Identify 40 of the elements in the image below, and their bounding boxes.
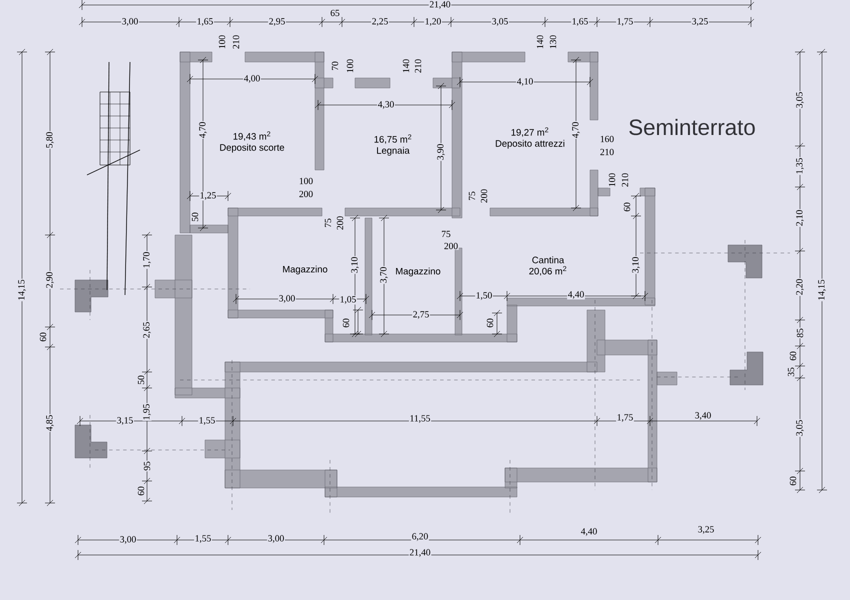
dimension-label: 60 xyxy=(623,202,631,212)
dimension-label: 200 xyxy=(298,190,314,198)
dimension-label: 200 xyxy=(443,242,459,250)
dimension-label: 210 xyxy=(599,148,615,156)
dimension-label: 100 xyxy=(298,177,314,185)
room-label: 16,75 m$^{2}$ Legnaia xyxy=(374,134,412,156)
dimension-label: 200 xyxy=(480,188,488,204)
dimension-label: 100 xyxy=(608,172,616,188)
dimension-label: 60 xyxy=(789,350,797,362)
dimension-label: 100 xyxy=(346,58,354,74)
dimension-label: 95 xyxy=(143,460,151,472)
dimension-label: 60 xyxy=(342,318,350,328)
room-label: Cantina 20,06 m$^{2}$ xyxy=(529,256,566,276)
title: Seminterrato xyxy=(629,118,755,136)
dimension-label: 160 xyxy=(599,135,615,143)
dimension-label: 75 xyxy=(468,190,476,202)
dimension-label: 210 xyxy=(414,58,422,74)
dimension-label: 100 xyxy=(218,34,226,50)
dimension-label: 75 xyxy=(324,218,332,228)
dimension-label: 210 xyxy=(621,172,629,188)
dimension-label: 60 xyxy=(486,318,494,328)
dimension-label: 85 xyxy=(796,328,804,338)
room-label: 19,43 m$^{2}$ Deposito scorte xyxy=(220,131,284,153)
dimension-label: 140 xyxy=(402,58,410,74)
dimension-label: 60 xyxy=(39,332,47,342)
dimension-label: 60 xyxy=(137,486,145,496)
dimension-label: 35 xyxy=(787,366,795,378)
dimension-label: 130 xyxy=(549,34,557,50)
dimension-label: 50 xyxy=(191,212,199,222)
dimension-label: 65 xyxy=(330,9,340,17)
room-label: Magazzino xyxy=(396,268,440,276)
dimension-label: 210 xyxy=(232,34,240,50)
dimension-label: 60 xyxy=(789,476,797,486)
room-label: Magazzino xyxy=(283,266,328,274)
room-label: 19,27 m$^{2}$ Deposito attrezzi xyxy=(496,127,564,149)
dimension-label: 200 xyxy=(336,215,344,231)
dimension-label: 70 xyxy=(331,60,339,72)
dimension-label: 50 xyxy=(137,374,145,386)
dimension-label: 140 xyxy=(536,34,544,50)
dimension-label: 75 xyxy=(440,230,452,238)
